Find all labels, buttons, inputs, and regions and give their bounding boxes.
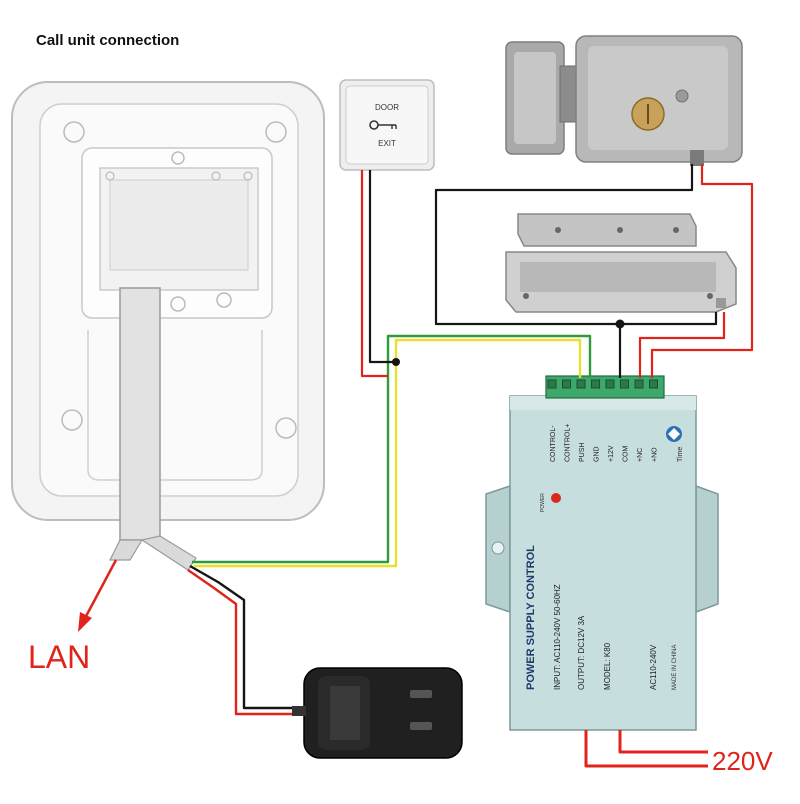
model-text: MODEL: K80 xyxy=(603,642,612,690)
maglock-black-wire xyxy=(620,312,718,326)
terminal-label: COM xyxy=(623,446,630,463)
brand-logo-icon xyxy=(666,426,682,442)
electric-lock xyxy=(505,35,743,166)
exit-black-wire xyxy=(368,170,396,364)
terminal-screw xyxy=(605,379,615,389)
key-icon xyxy=(369,120,397,130)
elock-red-wire xyxy=(650,164,754,378)
power-supply-box xyxy=(485,375,719,731)
terminal-screw xyxy=(620,379,629,389)
mains-red-wire-b xyxy=(618,730,708,754)
terminal-screw xyxy=(576,379,586,389)
time-label: Time xyxy=(677,447,684,462)
terminal-label: PUSH xyxy=(579,443,586,462)
terminal-label: CONTROL- xyxy=(550,425,557,462)
terminal-block xyxy=(545,375,665,399)
terminal-labels: CONTROL- CONTROL+ PUSH GND +12V COM +NC +NO xyxy=(550,424,659,462)
com-black-wire xyxy=(434,164,694,378)
terminal-label: +12V xyxy=(608,445,615,462)
mains-label: 220V xyxy=(712,746,773,776)
terminal-screw xyxy=(562,379,571,389)
terminal-label: GND xyxy=(594,446,601,462)
call-unit-cable xyxy=(109,287,197,571)
green-wire xyxy=(192,334,592,564)
input-text: INPUT: AC110-240V 50-60HZ xyxy=(553,584,562,690)
exit-button-line1: DOOR xyxy=(375,103,399,112)
yellow-wire xyxy=(194,338,582,568)
wires xyxy=(187,164,754,768)
ac-label-text: AC110-240V xyxy=(649,644,658,690)
terminal-screw xyxy=(649,379,658,389)
made-in-text: MADE IN CHINA xyxy=(672,645,678,690)
lan-label: LAN xyxy=(28,639,90,675)
lan-arrow xyxy=(78,559,118,632)
power-adapter xyxy=(292,667,463,759)
magnetic-lock xyxy=(505,213,737,313)
terminal-label: +NC xyxy=(637,448,644,462)
terminal-screw xyxy=(634,379,644,389)
terminal-screw xyxy=(547,379,557,389)
call-unit xyxy=(11,81,325,521)
diagram-title: Call unit connection xyxy=(36,32,180,49)
terminal-label: CONTROL+ xyxy=(565,424,572,462)
power-led-label: POWER xyxy=(540,493,546,512)
adapter-black-wire xyxy=(189,564,292,710)
terminal-screw xyxy=(591,379,600,389)
wire-junctions xyxy=(392,319,625,366)
exit-red-wire xyxy=(360,170,388,378)
power-led xyxy=(551,493,561,503)
brand-text: POWER SUPPLY CONTROL xyxy=(525,545,537,690)
output-text: OUTPUT: DC12V 3A xyxy=(577,615,586,690)
adapter-red-wire xyxy=(187,569,292,716)
exit-button-line2: EXIT xyxy=(378,139,396,148)
exit-button: DOOR EXIT xyxy=(339,79,435,171)
mains-red-wire-a xyxy=(584,730,708,768)
maglock-red-wire xyxy=(638,312,726,378)
terminal-label: +NO xyxy=(652,447,659,462)
